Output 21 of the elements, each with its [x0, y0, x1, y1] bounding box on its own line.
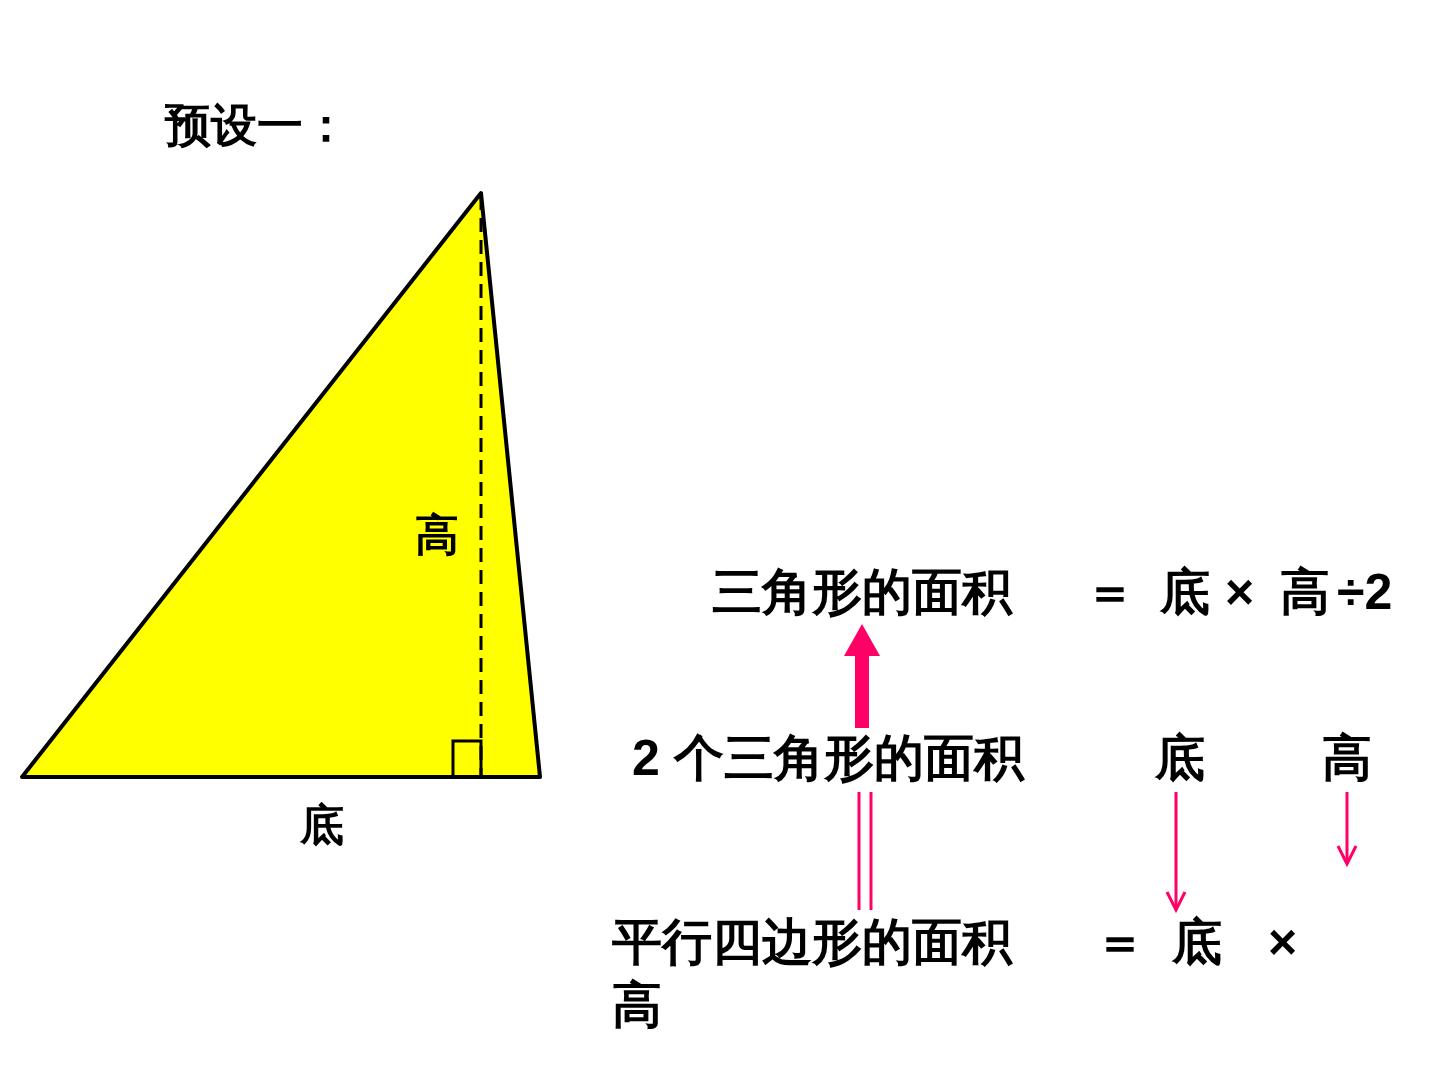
equals-sign: ＝ [1095, 913, 1145, 972]
formula-term: 高 [1280, 563, 1330, 622]
times-sign: × [1268, 913, 1298, 972]
formula-term: 2 个三角形的面积 [632, 728, 1024, 788]
formula-term: 底 [1155, 728, 1205, 788]
arrow [1336, 792, 1358, 866]
height-label: 高 [415, 508, 459, 562]
formula-term: 底 [1160, 563, 1210, 622]
formula-term: 高 [612, 976, 662, 1035]
formula-term: 平行四边形的面积 [612, 912, 1012, 972]
formula-term: 高 [1322, 728, 1372, 788]
arrow [1165, 792, 1187, 912]
base-label: 底 [300, 798, 344, 852]
formula-term: 底 [1172, 912, 1222, 972]
arrow [844, 624, 880, 728]
equals-sign: ＝ [1085, 563, 1135, 622]
slide-title: 预设一： [165, 97, 349, 154]
formula-term: 三角形的面积 [712, 562, 1012, 622]
times-sign: × [1225, 563, 1255, 622]
formula-term: ÷2 [1337, 563, 1393, 622]
parallel-lines [857, 790, 873, 912]
